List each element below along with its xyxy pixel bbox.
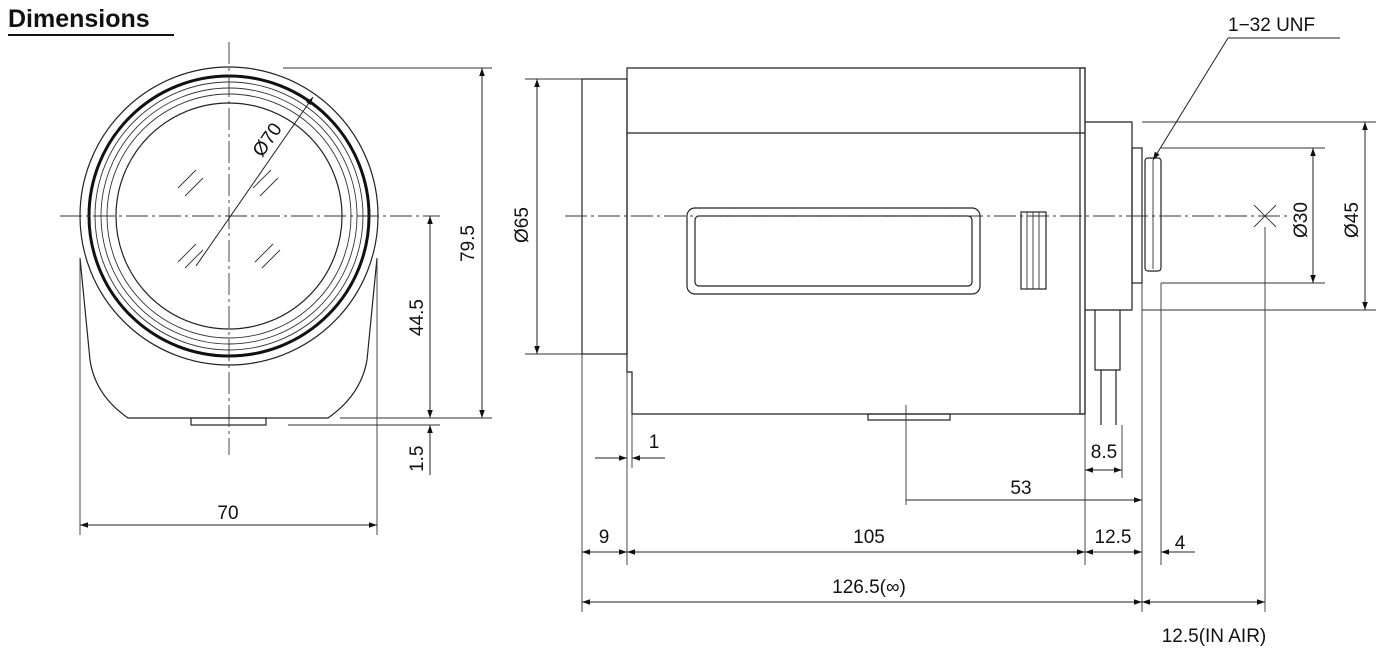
dim-8-5-label: 8.5 [1091,442,1117,463]
page-title: Dimensions [8,5,150,33]
glass-highlights [177,169,281,269]
side-front-cap [581,78,628,355]
dim-total-label: 126.5(∞) [832,577,906,598]
dim-44-5-label: 44.5 [407,299,428,336]
dim-79-5-label: 79.5 [458,225,479,262]
dim-45-label: Ø45 [1342,202,1363,238]
dim-12-5-label: 12.5 [1095,527,1132,548]
thread-callout-leader [1152,37,1229,161]
side-cable-housing [1094,310,1121,371]
side-window-inner [694,215,973,287]
dim-air-label: 12.5(IN AIR) [1162,626,1267,647]
dim-1-label: 1 [649,432,660,453]
front-view: Ø70 79.5 44.5 1.5 70 [60,42,492,535]
side-view: Ø65 Ø30 Ø45 1−32 UNF 1 8.5 53 9 105 12.5… [512,15,1376,647]
dim-1-5-label: 1.5 [407,446,428,472]
focal-cross-b [1253,204,1277,228]
diam70-leader [195,96,314,267]
diam70-label: Ø70 [249,119,287,160]
side-rear-ring [1131,147,1143,284]
side-flange [1079,67,1086,415]
side-window-outer [686,207,981,295]
side-cable [1100,370,1117,425]
side-main-body [626,67,1086,415]
dim-4-label: 4 [1175,533,1186,554]
dim-105-label: 105 [853,527,885,548]
side-knob-grip [1026,212,1040,289]
dim-70-label: 70 [217,503,238,524]
front-mount-plate [190,417,267,426]
dim-30-label: Ø30 [1291,202,1312,238]
thread-label: 1−32 UNF [1228,15,1315,36]
dim-9-label: 9 [599,527,610,548]
dim-53-label: 53 [1010,478,1031,499]
side-knob [1020,211,1047,290]
side-mount-plate [867,413,951,421]
dim-65-label: Ø65 [512,207,533,243]
